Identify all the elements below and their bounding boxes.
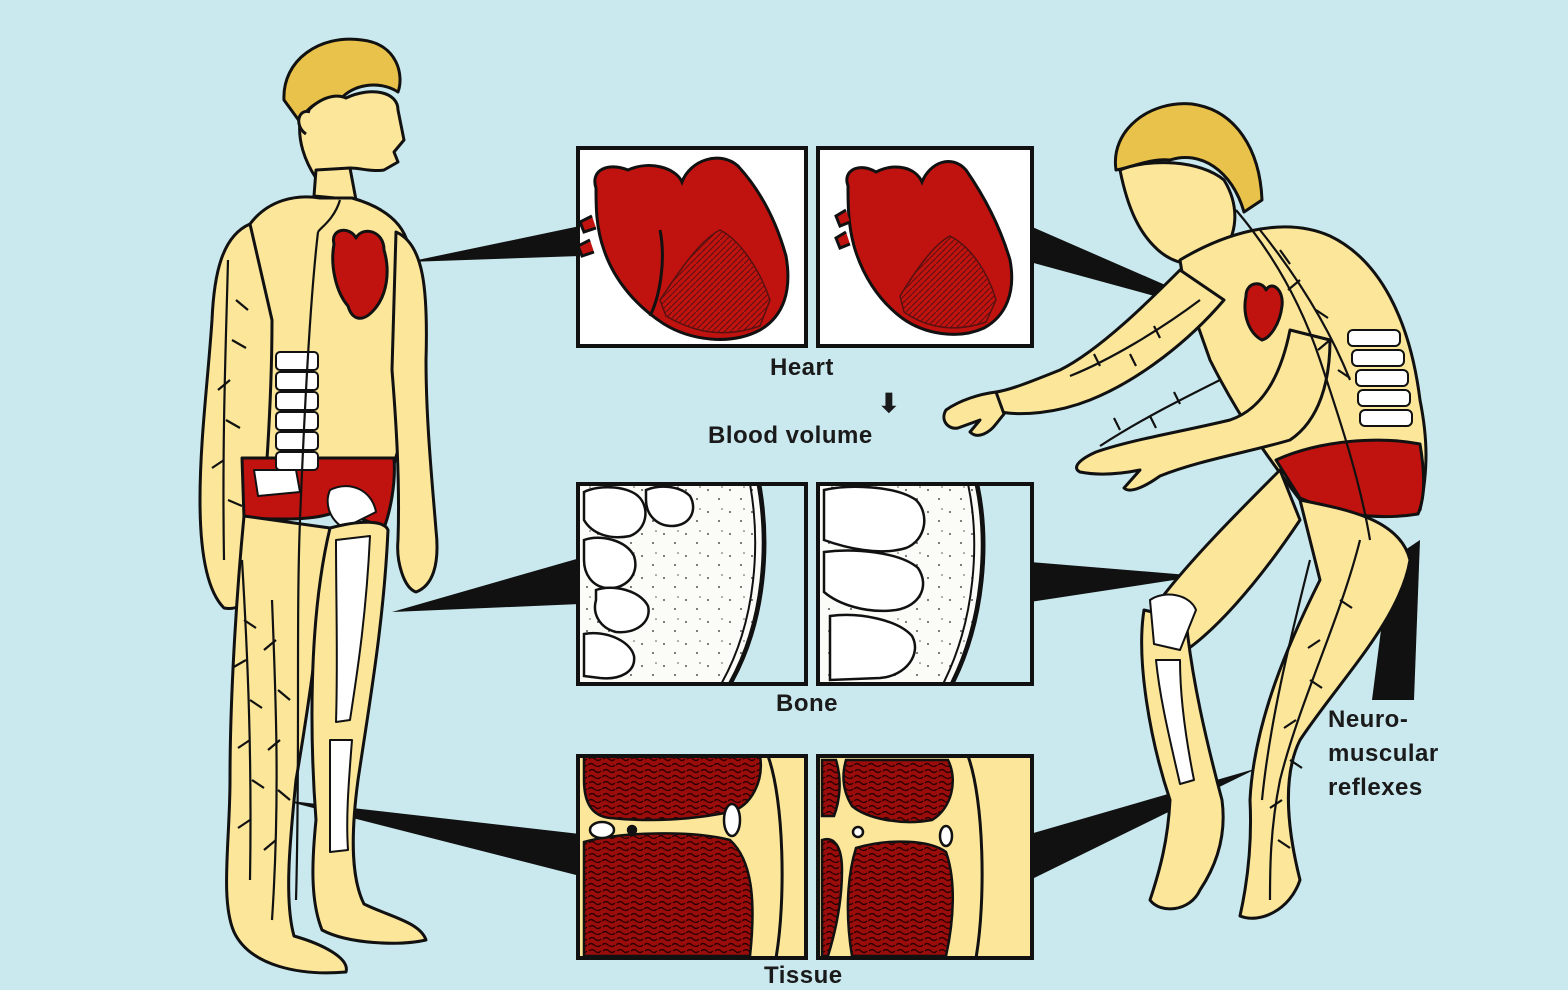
panel-heart-after — [818, 148, 1032, 346]
panel-tissue-after — [818, 756, 1032, 958]
label-bone: Bone — [776, 690, 838, 718]
arrow-down-icon: ⬇ — [878, 388, 900, 419]
label-blood-volume: Blood volume — [708, 422, 873, 450]
label-neuromuscular-line3: reflexes — [1328, 774, 1423, 802]
panel-bone-before — [578, 484, 806, 686]
panel-bone-after — [818, 484, 1032, 686]
label-tissue: Tissue — [764, 962, 843, 990]
label-neuromuscular-line2: muscular — [1328, 740, 1439, 768]
panel-tissue-before — [578, 756, 806, 958]
panel-heart-before — [578, 148, 806, 346]
label-heart: Heart — [770, 354, 834, 382]
standing-man-figure — [200, 39, 437, 973]
label-neuromuscular-line1: Neuro- — [1328, 706, 1408, 734]
